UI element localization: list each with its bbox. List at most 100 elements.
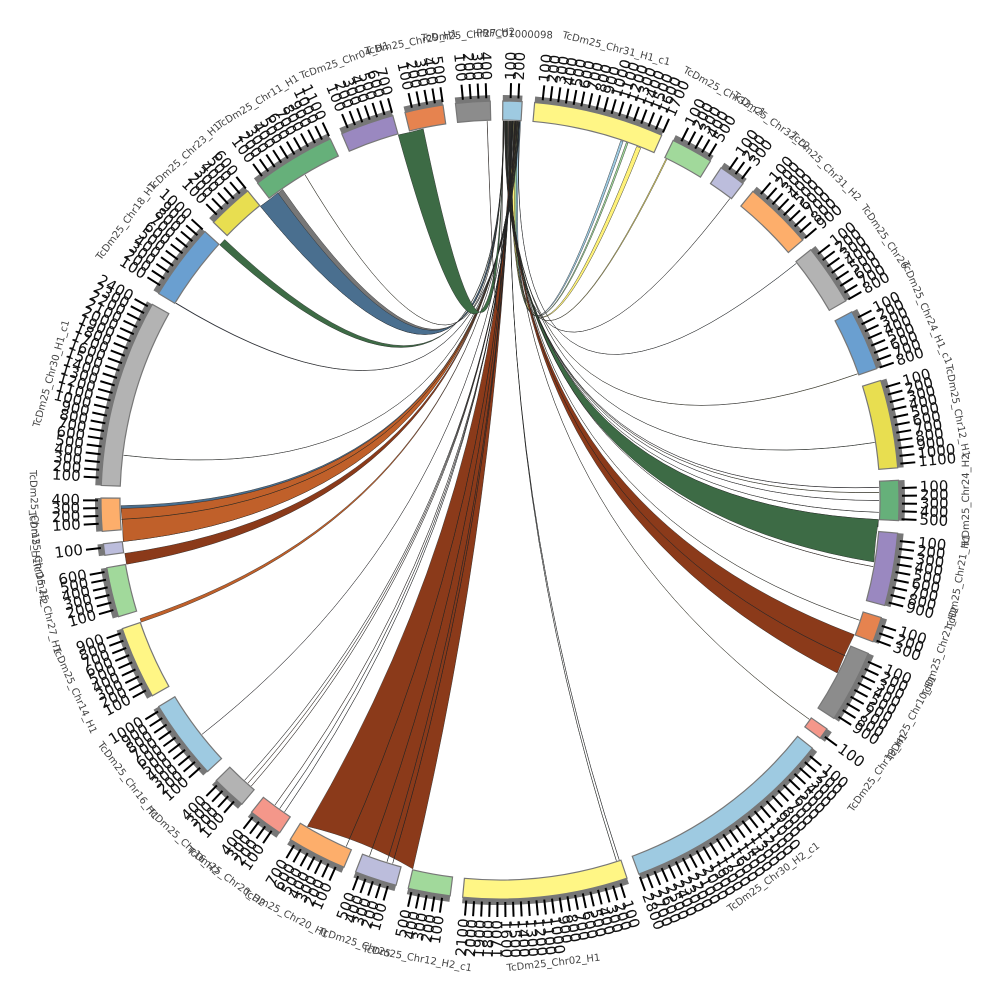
tick-mark (341, 113, 349, 129)
tick-label: 600 (911, 407, 942, 430)
sector-band (461, 859, 628, 900)
link-ribbon (486, 120, 504, 311)
sector-axis-strip (721, 162, 747, 184)
tick-mark (439, 87, 444, 103)
tick-mark (893, 413, 909, 419)
tick-mark (610, 99, 617, 115)
sector-band (664, 139, 712, 178)
tick-mark (252, 163, 263, 177)
sector-axis-strip (884, 533, 904, 608)
tick-label: 400 (60, 582, 92, 606)
tick-mark (96, 601, 112, 608)
tick-mark (759, 805, 772, 819)
sector-band (878, 479, 900, 522)
tick-mark (223, 186, 235, 200)
tick-mark (92, 586, 108, 592)
tick-mark (842, 709, 857, 719)
sector-label: PRFC01000098 (476, 28, 553, 41)
tick-label: 600 (576, 59, 599, 91)
tick-label: 100 (52, 515, 82, 535)
tick-mark (788, 209, 801, 222)
link-ribbon (508, 120, 874, 568)
tick-mark (777, 198, 790, 211)
tick-label: 500 (586, 907, 610, 939)
tick-mark (484, 83, 488, 99)
tick-label: 1000 (916, 440, 956, 462)
tick-mark (888, 601, 904, 608)
sector-axis-strip (287, 839, 344, 873)
tick-mark (182, 761, 196, 773)
tick-mark (580, 91, 586, 107)
tick-mark (472, 901, 476, 917)
tick-mark (735, 824, 746, 839)
tick-mark (701, 138, 711, 153)
tick-label: 900 (915, 433, 946, 455)
sector-band (709, 166, 744, 200)
tick-mark (98, 609, 114, 616)
tick-mark (126, 312, 141, 321)
tick-mark (153, 723, 168, 734)
tick-mark (853, 688, 869, 698)
tick-mark (680, 127, 690, 142)
tick-label: 1900 (470, 919, 490, 958)
tick-mark (581, 893, 587, 909)
tick-mark (328, 866, 337, 881)
tick-label: 500 (912, 566, 943, 589)
link-ribbon (509, 120, 810, 720)
tick-mark (566, 896, 571, 912)
tick-mark (476, 83, 480, 99)
sector-label: TcDm25_Chr19_H1 (846, 732, 911, 816)
tick-mark (589, 891, 595, 907)
tick-label: 500 (568, 57, 591, 88)
tick-mark (100, 380, 115, 387)
tick-mark (898, 547, 915, 552)
sector-band (102, 541, 125, 556)
tick-mark (242, 816, 254, 830)
tick-label: 800 (562, 912, 585, 943)
tick-mark (367, 881, 374, 896)
tick-mark (468, 84, 472, 100)
tick-mark (824, 736, 838, 747)
tick-mark (835, 270, 850, 281)
sector-axis-strip (97, 543, 105, 557)
tick-mark (431, 88, 436, 104)
tick-mark (896, 563, 912, 568)
tick-mark (128, 682, 143, 692)
tick-mark (899, 453, 915, 457)
link-ribbon (506, 120, 879, 563)
sector-axis-strip (339, 109, 393, 134)
tick-mark (97, 387, 113, 394)
sector-band (532, 101, 663, 154)
tick-mark (765, 800, 778, 813)
sector-band (454, 100, 492, 124)
tick-label: 300 (551, 55, 573, 86)
sector-band (215, 766, 255, 806)
tick-label: 500 (428, 55, 450, 86)
tick-mark (84, 467, 100, 471)
tick-mark (165, 249, 179, 261)
tick-mark (887, 389, 903, 396)
tick-mark (864, 667, 879, 677)
tick-label: 200 (459, 52, 479, 82)
tick-mark (348, 110, 356, 126)
tick-mark (702, 846, 712, 861)
tick-mark (321, 122, 330, 137)
tick-label: 100 (535, 53, 556, 83)
tick-mark (102, 372, 118, 379)
tick-label: 400 (51, 491, 80, 509)
tick-label: 400 (53, 439, 84, 460)
tick-mark (543, 899, 547, 915)
tick-label: 100 (426, 914, 448, 945)
sector-axis-strip (153, 706, 208, 776)
sector-band (803, 717, 828, 740)
tick-mark (162, 736, 177, 748)
link-ribbon (175, 121, 521, 371)
tick-mark (619, 883, 627, 899)
tick-mark (632, 106, 640, 122)
tick-mark (893, 578, 909, 584)
sector-axis-strip (462, 878, 629, 906)
tick-mark (867, 331, 883, 340)
sector-band (854, 611, 883, 643)
link-ribbon (518, 121, 797, 355)
